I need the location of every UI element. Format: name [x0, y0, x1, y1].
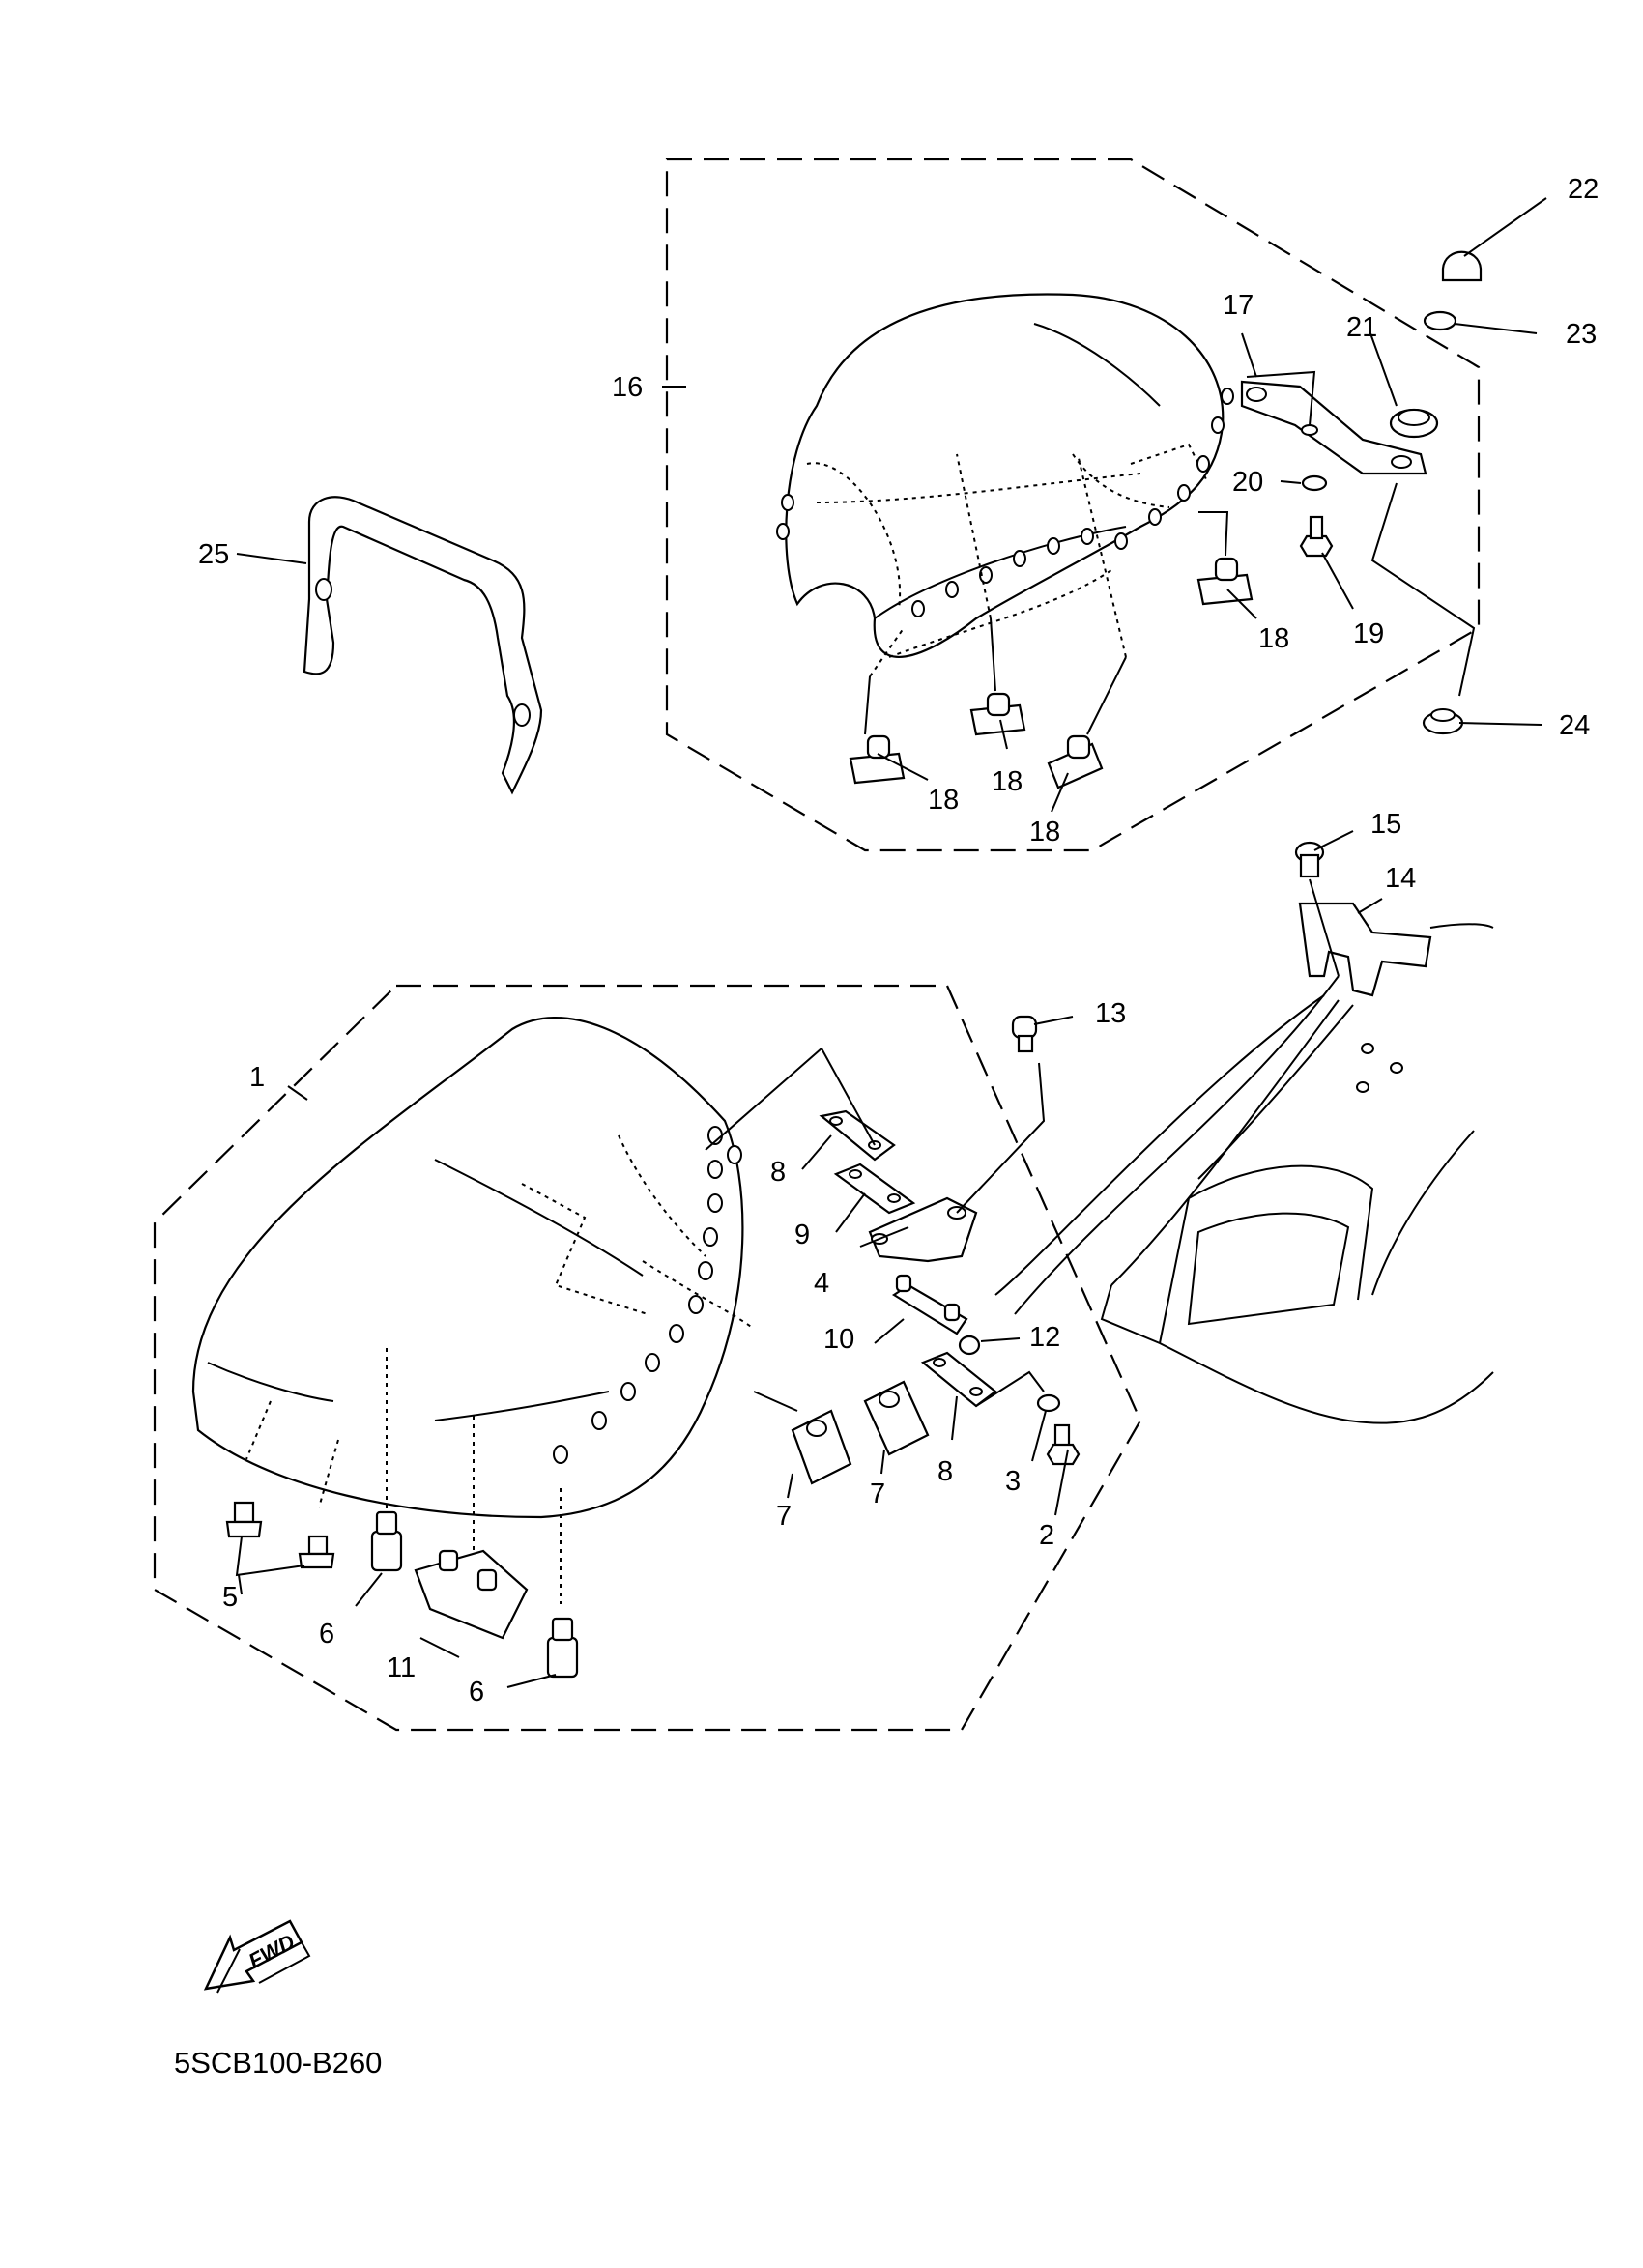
forward-arrow-icon: FWD	[203, 1919, 311, 1994]
front-seat-shim-plate	[819, 1109, 896, 1162]
rear-seat-bracket	[1240, 380, 1427, 475]
front-seat-plate	[833, 1163, 916, 1215]
callout-leaders	[236, 197, 1547, 1688]
callout-13: 13	[1095, 998, 1126, 1029]
front-seat-group-boundary	[153, 984, 1142, 1732]
frame-bolt	[1294, 841, 1325, 878]
drawing-code: 5SCB100-B260	[174, 2046, 382, 2080]
rear-seat	[776, 293, 1234, 658]
callout-20: 20	[1232, 467, 1263, 498]
callout-2: 2	[1039, 1520, 1054, 1551]
front-seat-collar	[958, 1335, 981, 1356]
callout-18: 18	[928, 785, 959, 816]
rear-seat-cap-washer	[1423, 310, 1457, 331]
front-seat-block	[414, 1549, 529, 1640]
callout-17: 17	[1223, 290, 1254, 321]
front-seat-cushion	[370, 1510, 403, 1572]
rear-fender	[994, 923, 1494, 1424]
callout-22: 22	[1568, 174, 1599, 205]
rear-seat-stud-holes	[776, 388, 1234, 617]
rear-seat-grommet	[849, 734, 906, 785]
rear-seat-nut	[1422, 708, 1464, 735]
callout-23: 23	[1566, 319, 1597, 350]
front-seat-damper	[298, 1535, 335, 1569]
callout-6: 6	[469, 1677, 484, 1708]
callout-7: 7	[776, 1501, 792, 1532]
callout-8: 8	[770, 1157, 786, 1188]
callout-18: 18	[992, 766, 1023, 797]
callout-24: 24	[1559, 710, 1590, 741]
front-seat-damper	[225, 1501, 263, 1538]
callout-25: 25	[198, 539, 229, 570]
callout-12: 12	[1029, 1322, 1060, 1353]
rear-seat-group-boundary	[665, 158, 1481, 852]
front-seat-cushion	[546, 1617, 579, 1679]
callout-10: 10	[823, 1324, 854, 1355]
rear-seat-collar	[1389, 408, 1439, 439]
rear-seat-bolt	[1299, 515, 1334, 558]
front-seat-shim-plate	[920, 1351, 997, 1408]
front-seat-mounting-bolt	[1011, 1015, 1038, 1053]
callout-9: 9	[794, 1220, 810, 1250]
callout-18: 18	[1029, 817, 1060, 847]
callout-labels: 1 2 3 4 5 6 6 7 7 8 8 9 10 11 12 13 14 1…	[198, 174, 1599, 1708]
front-seat-washer	[1036, 1393, 1061, 1413]
callout-21: 21	[1346, 312, 1377, 343]
callout-11: 11	[387, 1652, 416, 1683]
callout-14: 14	[1385, 863, 1416, 894]
callout-7: 7	[870, 1479, 885, 1509]
rear-seat-grommet	[1196, 557, 1254, 606]
rear-seat-grommet	[969, 692, 1026, 736]
callout-1: 1	[249, 1062, 265, 1093]
backrest-handle	[303, 496, 543, 795]
callout-5: 5	[222, 1582, 238, 1613]
front-seat-grommet	[863, 1380, 930, 1456]
callout-8: 8	[937, 1456, 953, 1487]
callout-18: 18	[1258, 623, 1289, 654]
callout-16: 16	[612, 372, 643, 403]
rear-seat-cap-nut	[1441, 250, 1483, 282]
callout-15: 15	[1370, 809, 1401, 840]
front-seat	[191, 1017, 755, 1519]
rear-seat-washer	[1301, 474, 1328, 492]
front-seat-grommet	[791, 1409, 852, 1485]
front-seat-hook	[891, 1274, 968, 1335]
callout-4: 4	[814, 1268, 829, 1299]
rear-seat-grommet	[1047, 734, 1104, 789]
callout-6: 6	[319, 1619, 334, 1650]
callout-19: 19	[1353, 618, 1384, 649]
front-seat-bolt	[1046, 1423, 1081, 1466]
frame-bracket	[1298, 902, 1432, 997]
front-seat-stud-holes	[553, 1126, 742, 1464]
callout-3: 3	[1005, 1466, 1021, 1497]
